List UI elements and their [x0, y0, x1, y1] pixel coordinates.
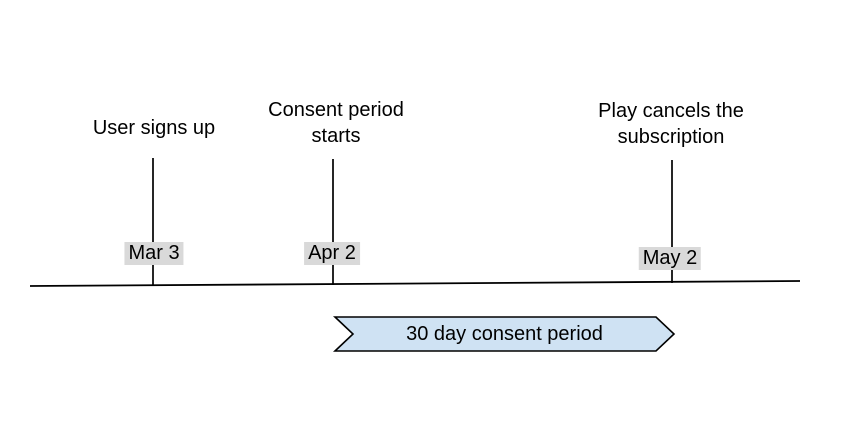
event-label-line: subscription	[617, 126, 725, 148]
date-badge-may-2: May 2	[638, 247, 702, 270]
event-label-user-signs-up: User signs up	[93, 115, 215, 141]
event-label-line: starts	[311, 125, 361, 147]
event-label-line: Play cancels the	[598, 100, 744, 122]
event-label-line: User signs up	[92, 117, 216, 139]
date-badge-mar-3: Mar 3	[124, 242, 184, 265]
consent-period-banner-label: 30 day consent period	[406, 323, 603, 345]
event-label-line: Consent period	[268, 99, 404, 121]
event-label-consent-period-starts: Consent period starts	[268, 97, 404, 149]
consent-period-banner-shape	[335, 317, 674, 351]
date-badge-apr-2: Apr 2	[304, 242, 360, 265]
event-label-play-cancels-subscription: Play cancels the subscription	[598, 98, 744, 150]
consent-period-banner-outline	[332, 316, 676, 352]
timeline-axis-line	[29, 280, 801, 287]
